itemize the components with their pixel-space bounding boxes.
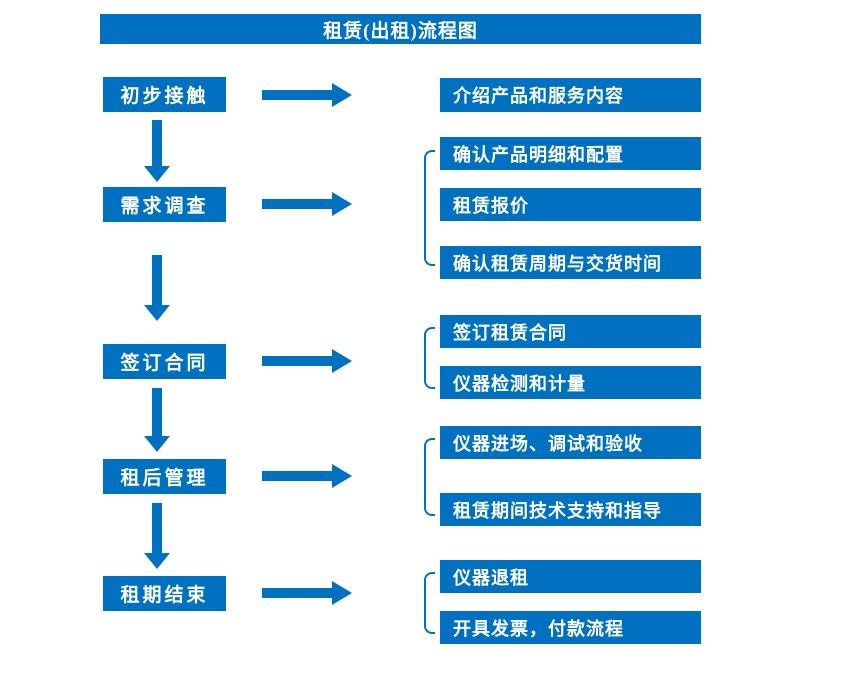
arrow-head [332, 83, 352, 107]
arrow-shaft [262, 356, 332, 366]
right-arrow-icon [262, 464, 352, 488]
item-box-introduce-products: 介绍产品和服务内容 [440, 78, 701, 112]
group-bracket-icon [424, 327, 435, 389]
down-arrow-icon [144, 388, 170, 452]
flowchart-title: 租赁(出租)流程图 [100, 14, 701, 44]
arrow-shaft [152, 255, 162, 305]
item-box-confirm-rental-period: 确认租赁周期与交货时间 [440, 246, 701, 279]
arrow-shaft [152, 503, 162, 553]
arrow-head [332, 349, 352, 373]
item-box-instrument-inspection: 仪器检测和计量 [440, 366, 701, 399]
item-box-invoice-payment: 开具发票，付款流程 [440, 611, 701, 644]
item-box-instrument-setup-acceptance: 仪器进场、调试和验收 [440, 426, 701, 459]
arrow-head [144, 553, 170, 569]
arrow-head [144, 436, 170, 452]
down-arrow-icon [144, 503, 170, 569]
right-arrow-icon [262, 83, 352, 107]
right-arrow-icon [262, 581, 352, 605]
arrow-shaft [262, 588, 332, 598]
stage-box-lease-end: 租期结束 [103, 576, 226, 611]
item-box-sign-rental-contract: 签订租赁合同 [440, 315, 701, 348]
right-arrow-icon [262, 349, 352, 373]
arrow-head [332, 464, 352, 488]
arrow-head [332, 192, 352, 216]
item-box-rental-quotation: 租赁报价 [440, 188, 701, 221]
group-bracket-icon [424, 572, 435, 634]
stage-box-initial-contact: 初步接触 [103, 77, 226, 112]
arrow-head [332, 581, 352, 605]
arrow-shaft [152, 120, 162, 166]
down-arrow-icon [144, 255, 170, 321]
item-box-confirm-product-details: 确认产品明细和配置 [440, 137, 701, 170]
arrow-head [144, 166, 170, 182]
item-box-instrument-return: 仪器退租 [440, 560, 701, 593]
arrow-shaft [262, 471, 332, 481]
stage-box-post-rental-management: 租后管理 [103, 459, 226, 494]
stage-box-demand-survey: 需求调查 [103, 187, 226, 222]
stage-box-sign-contract: 签订合同 [103, 344, 226, 379]
arrow-shaft [262, 90, 332, 100]
group-bracket-icon [424, 150, 435, 266]
group-bracket-icon [424, 438, 435, 516]
arrow-shaft [262, 199, 332, 209]
arrow-head [144, 305, 170, 321]
right-arrow-icon [262, 192, 352, 216]
item-box-technical-support: 租赁期间技术支持和指导 [440, 493, 701, 526]
down-arrow-icon [144, 120, 170, 182]
arrow-shaft [152, 388, 162, 436]
